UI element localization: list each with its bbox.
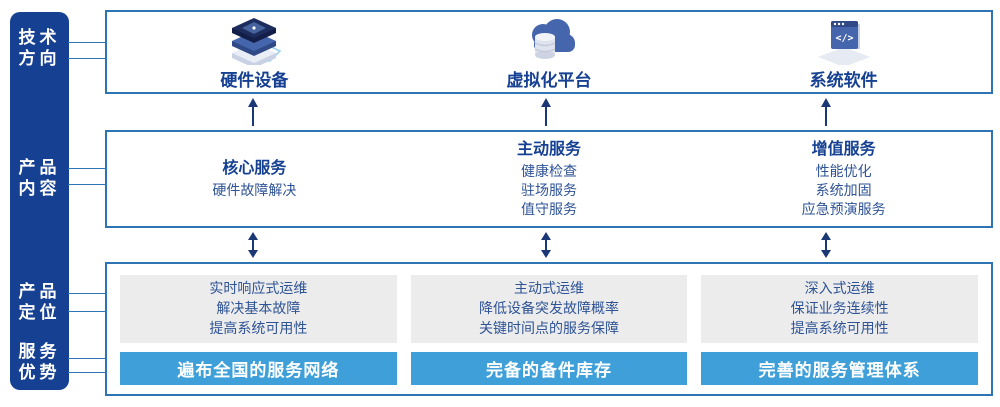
tech-label-hardware: 硬件设备 [220, 71, 289, 91]
service-item: 应急预演服务 [801, 202, 886, 218]
connector-line [68, 184, 106, 185]
connector-line [68, 58, 106, 59]
positioning-box: 实时响应式运维 解决基本故障 提高系统可用性 [120, 275, 397, 343]
connector-line [68, 168, 106, 169]
advantage-bar: 完善的服务管理体系 [701, 352, 978, 385]
arrow-double-vertical-icon [247, 232, 259, 258]
product-content-panel: 核心服务 硬件故障解决 主动服务 健康检查 驻场服务 值守服务 增值服务 性能优… [105, 130, 993, 228]
positioning-line: 提高系统可用性 [209, 321, 308, 337]
service-cell-value-added: 增值服务 性能优化 系统加固 应急预演服务 [696, 132, 991, 226]
service-item: 系统加固 [815, 183, 872, 199]
positioning-line: 提高系统可用性 [790, 321, 889, 337]
arrow-up-icon [247, 98, 259, 126]
positioning-line: 主动式运维 [513, 281, 584, 297]
positioning-line: 降低设备突发故障概率 [478, 301, 619, 317]
service-item: 驻场服务 [520, 183, 577, 199]
positioning-box: 主动式运维 降低设备突发故障概率 关键时间点的服务保障 [410, 275, 688, 343]
positioning-line: 实时响应式运维 [209, 281, 308, 297]
connector-line [68, 358, 106, 359]
svg-text:</>: </> [835, 33, 853, 44]
tech-label-system-software: 系统软件 [809, 71, 878, 91]
positioning-line: 保证业务连续性 [790, 301, 889, 317]
service-cell-proactive: 主动服务 健康检查 驻场服务 值守服务 [402, 132, 697, 226]
rail-label-tech-direction: 技术 方向 [18, 28, 61, 69]
product-position-panel: 实时响应式运维 解决基本故障 提高系统可用性 遍布全国的服务网络 主动式运维 降… [105, 262, 993, 396]
service-item: 性能优化 [815, 164, 872, 180]
service-title: 主动服务 [516, 139, 581, 158]
code-window-icon: </> [816, 15, 872, 65]
position-cell-proactive: 主动式运维 降低设备突发故障概率 关键时间点的服务保障 完备的备件库存 [410, 275, 688, 385]
connector-line [68, 42, 106, 43]
arrow-double-vertical-icon [540, 232, 552, 258]
connector-line [68, 372, 106, 373]
positioning-line: 深入式运维 [804, 281, 875, 297]
rail-label-product-content: 产品 内容 [18, 158, 61, 199]
advantage-bar: 遍布全国的服务网络 [120, 352, 397, 385]
service-cell-core: 核心服务 硬件故障解决 [107, 132, 402, 226]
tech-cell-system-software: </> 系统软件 [696, 12, 991, 92]
arrow-double-vertical-icon [820, 232, 832, 258]
arrow-up-icon [820, 98, 832, 126]
service-title: 增值服务 [811, 139, 876, 158]
connector-line [68, 293, 106, 294]
positioning-box: 深入式运维 保证业务连续性 提高系统可用性 [701, 275, 978, 343]
service-item: 硬件故障解决 [212, 183, 297, 199]
positioning-line: 解决基本故障 [216, 301, 301, 317]
arrow-up-icon [540, 98, 552, 126]
advantage-bar: 完备的备件库存 [410, 352, 688, 385]
server-stack-icon [226, 15, 282, 65]
positioning-line: 关键时间点的服务保障 [478, 321, 619, 337]
service-item: 健康检查 [520, 164, 577, 180]
tech-label-virtualization: 虚拟化平台 [506, 71, 592, 91]
service-title: 核心服务 [222, 158, 287, 177]
rail-label-product-position: 产品 定位 [18, 282, 61, 323]
category-rail: 技术 方向 产品 内容 产品 定位 服务 优势 [10, 12, 69, 390]
service-item: 值守服务 [520, 202, 577, 218]
tech-direction-panel: 硬件设备 [105, 10, 993, 94]
tech-cell-virtualization: 虚拟化平台 [402, 12, 697, 92]
rail-label-service-advantage: 服务 优势 [18, 342, 61, 383]
connector-line [68, 311, 106, 312]
tech-cell-hardware: 硬件设备 [107, 12, 402, 92]
position-cell-realtime: 实时响应式运维 解决基本故障 提高系统可用性 遍布全国的服务网络 [120, 275, 397, 385]
position-cell-deep: 深入式运维 保证业务连续性 提高系统可用性 完善的服务管理体系 [701, 275, 978, 385]
cloud-database-icon [521, 15, 577, 65]
